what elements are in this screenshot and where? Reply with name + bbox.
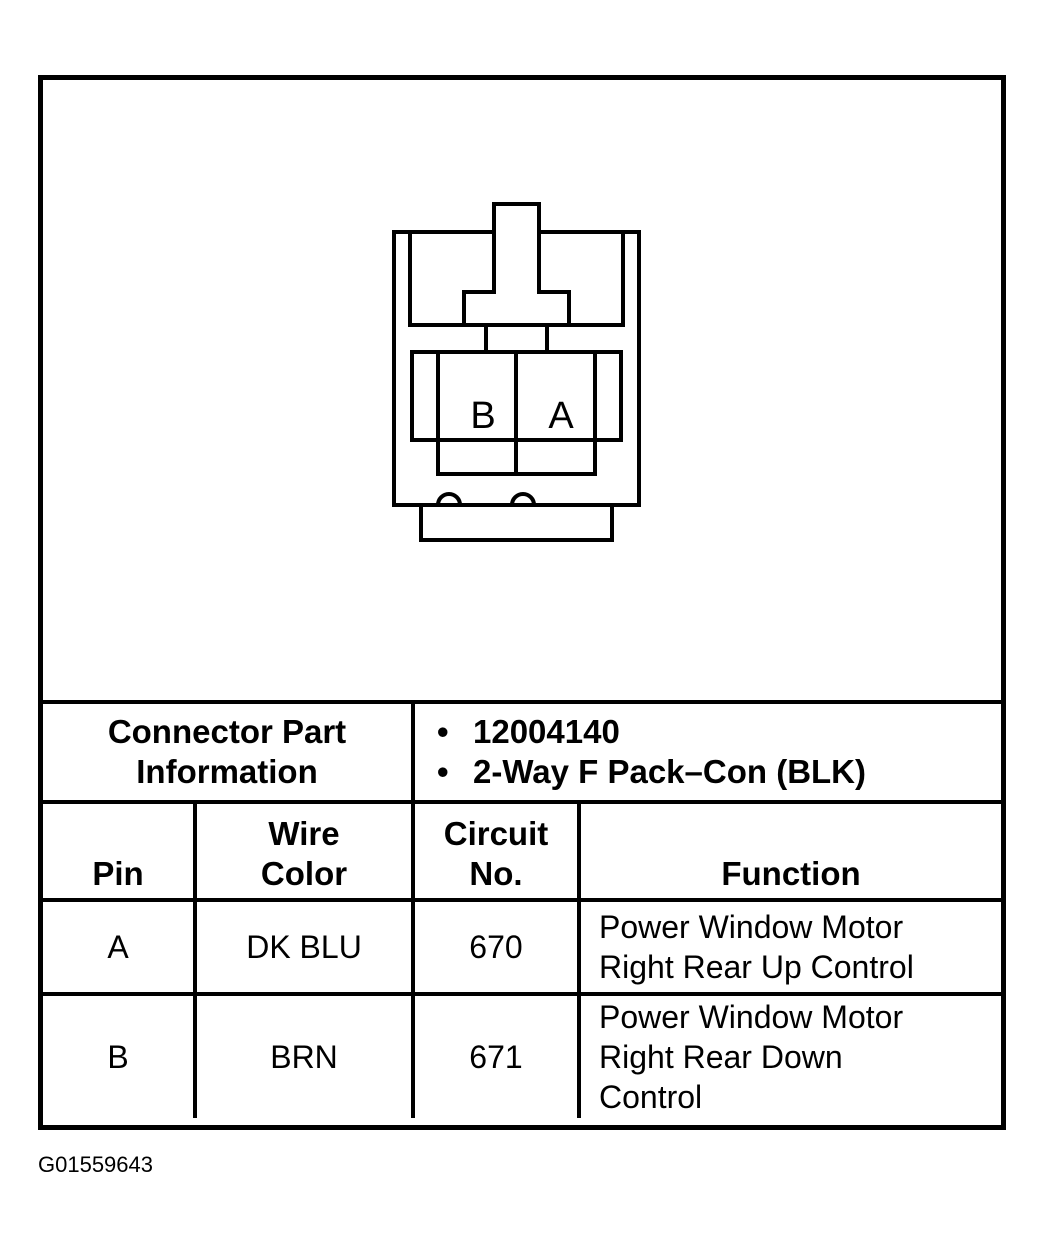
table-row: A DK BLU 670 Power Window Motor Right Re… bbox=[43, 898, 1002, 996]
connector-drawing: B A bbox=[392, 202, 641, 542]
pin-cell: B bbox=[43, 992, 197, 1118]
connector-info-label: Connector Part Information bbox=[43, 700, 415, 804]
info-item: •12004140 bbox=[437, 713, 620, 750]
latch-post bbox=[484, 325, 549, 352]
header-pin: Pin bbox=[43, 800, 197, 902]
info-label-line2: Information bbox=[136, 753, 318, 790]
locating-peg-right bbox=[510, 492, 536, 506]
housing-inner-wall bbox=[408, 232, 625, 327]
cavity-label-b: B bbox=[470, 395, 495, 437]
connector-face-diagram: B A bbox=[43, 80, 1001, 700]
figure-id: G01559643 bbox=[38, 1152, 153, 1177]
locating-peg-left bbox=[436, 492, 462, 506]
info-item: •2-Way F Pack–Con (BLK) bbox=[437, 753, 867, 790]
connector-frame: B A Connector Part Information •12004140… bbox=[38, 75, 1006, 1130]
header-wire-color: Wire Color bbox=[193, 800, 415, 902]
table-row: B BRN 671 Power Window Motor Right Rear … bbox=[43, 992, 1002, 1118]
connector-info-list: •12004140 •2-Way F Pack–Con (BLK) bbox=[410, 700, 1002, 804]
circuit-cell: 671 bbox=[411, 992, 581, 1118]
circuit-cell: 670 bbox=[411, 898, 581, 996]
wire-color-cell: DK BLU bbox=[193, 898, 415, 996]
header-circuit-no: Circuit No. bbox=[411, 800, 581, 902]
cavity-label-a: A bbox=[548, 395, 574, 437]
connector-info-row: Connector Part Information •12004140 •2-… bbox=[43, 700, 1002, 804]
connector-foot bbox=[419, 505, 614, 542]
info-label-line1: Connector Part bbox=[107, 713, 347, 750]
pin-cell: A bbox=[43, 898, 197, 996]
latch-tab bbox=[462, 232, 571, 325]
table-header-row: Pin Wire Color Circuit No. Function bbox=[43, 800, 1002, 902]
function-cell: Power Window Motor Right Rear Up Control bbox=[576, 898, 1002, 996]
bullet-icon: • bbox=[437, 713, 449, 750]
function-cell: Power Window Motor Right Rear Down Contr… bbox=[576, 992, 1002, 1118]
header-function: Function bbox=[576, 800, 1002, 902]
bullet-icon: • bbox=[437, 753, 449, 790]
connector-table: Connector Part Information •12004140 •2-… bbox=[43, 700, 1002, 1118]
wire-color-cell: BRN bbox=[193, 992, 415, 1118]
